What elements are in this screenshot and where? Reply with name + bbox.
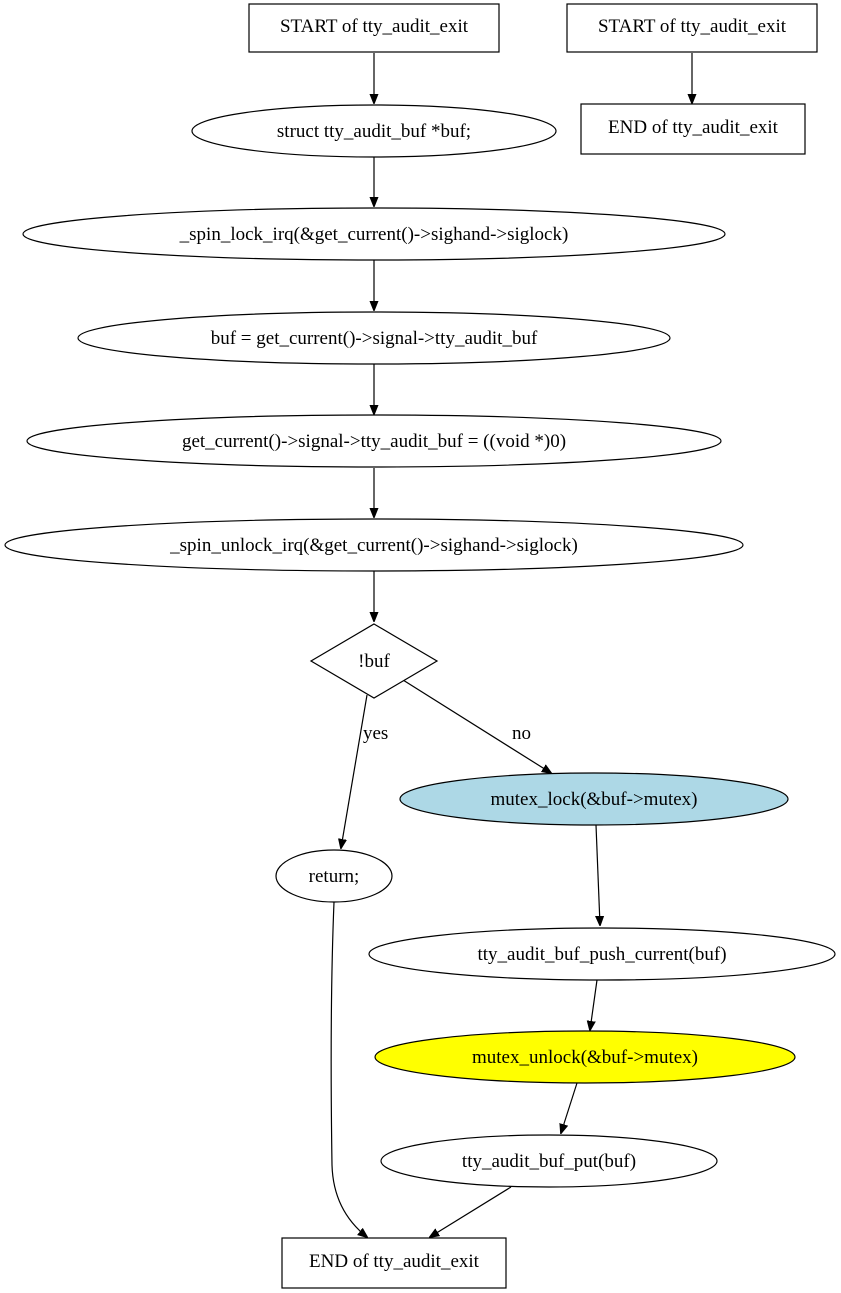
spin-lock-node-shape	[22, 207, 726, 261]
start-node-box	[248, 3, 500, 53]
clear-buf-node-label: get_current()->signal->tty_audit_buf = (…	[182, 431, 566, 452]
declaration-node: struct tty_audit_buf *buf;	[191, 104, 557, 158]
edge-cond-yes-to-return	[341, 694, 368, 848]
edge-mutex-lock-to-push	[596, 824, 600, 925]
start-node-secondary: START of tty_audit_exit	[566, 3, 818, 53]
return-node-label: return;	[309, 866, 360, 887]
condition-node-label: !buf	[358, 651, 390, 672]
end-node-secondary-box	[580, 103, 806, 155]
clear-buf-node-shape	[26, 414, 722, 468]
push-current-node-shape	[368, 927, 836, 981]
declaration-node-label: struct tty_audit_buf *buf;	[277, 121, 471, 142]
edge-mutex-unlock-to-buf-put	[561, 1082, 578, 1133]
buf-put-node-shape	[380, 1134, 718, 1188]
start-node-secondary-box	[566, 3, 818, 53]
mutex-unlock-node-label: mutex_unlock(&buf->mutex)	[472, 1047, 698, 1068]
edge-cond-no-to-mutex-lock	[402, 679, 551, 773]
spin-lock-node-label: _spin_lock_irq(&get_current()->sighand->…	[179, 224, 569, 245]
nodes: START of tty_audit_exit START of tty_aud…	[4, 3, 836, 1289]
mutex-lock-node-label: mutex_lock(&buf->mutex)	[491, 789, 698, 810]
end-node: END of tty_audit_exit	[281, 1237, 507, 1289]
clear-buf-node: get_current()->signal->tty_audit_buf = (…	[26, 414, 722, 468]
edge-buf-put-to-end	[430, 1186, 512, 1237]
edges: yes no	[330, 53, 692, 1237]
buf-put-node-label: tty_audit_buf_put(buf)	[462, 1151, 636, 1172]
push-current-node-label: tty_audit_buf_push_current(buf)	[477, 944, 726, 965]
declaration-node-shape	[191, 104, 557, 158]
end-node-box	[281, 1237, 507, 1289]
mutex-unlock-node-shape	[374, 1030, 796, 1084]
mutex-unlock-node: mutex_unlock(&buf->mutex)	[374, 1030, 796, 1084]
start-node: START of tty_audit_exit	[248, 3, 500, 53]
end-node-secondary-label: END of tty_audit_exit	[608, 117, 779, 138]
start-node-label: START of tty_audit_exit	[280, 16, 469, 37]
edge-label-no: no	[512, 723, 531, 744]
spin-unlock-node-label: _spin_unlock_irq(&get_current()->sighand…	[169, 535, 578, 556]
spin-lock-node: _spin_lock_irq(&get_current()->sighand->…	[22, 207, 726, 261]
end-node-label: END of tty_audit_exit	[309, 1251, 480, 1272]
edge-label-yes: yes	[363, 723, 388, 744]
push-current-node: tty_audit_buf_push_current(buf)	[368, 927, 836, 981]
return-node: return;	[275, 849, 393, 903]
end-node-secondary: END of tty_audit_exit	[580, 103, 806, 155]
assign-buf-node: buf = get_current()->signal->tty_audit_b…	[77, 311, 671, 365]
start-node-secondary-label: START of tty_audit_exit	[598, 16, 787, 37]
mutex-lock-node-shape	[399, 772, 789, 826]
spin-unlock-node: _spin_unlock_irq(&get_current()->sighand…	[4, 518, 744, 572]
buf-put-node: tty_audit_buf_put(buf)	[380, 1134, 718, 1188]
spin-unlock-node-shape	[4, 518, 744, 572]
edge-push-to-mutex-unlock	[590, 979, 598, 1030]
assign-buf-node-shape	[77, 311, 671, 365]
mutex-lock-node: mutex_lock(&buf->mutex)	[399, 772, 789, 826]
condition-node-diamond	[309, 623, 439, 699]
return-node-shape	[275, 849, 393, 903]
condition-node: !buf	[309, 623, 439, 699]
edge-return-to-end	[330, 901, 367, 1237]
assign-buf-node-label: buf = get_current()->signal->tty_audit_b…	[211, 328, 538, 349]
